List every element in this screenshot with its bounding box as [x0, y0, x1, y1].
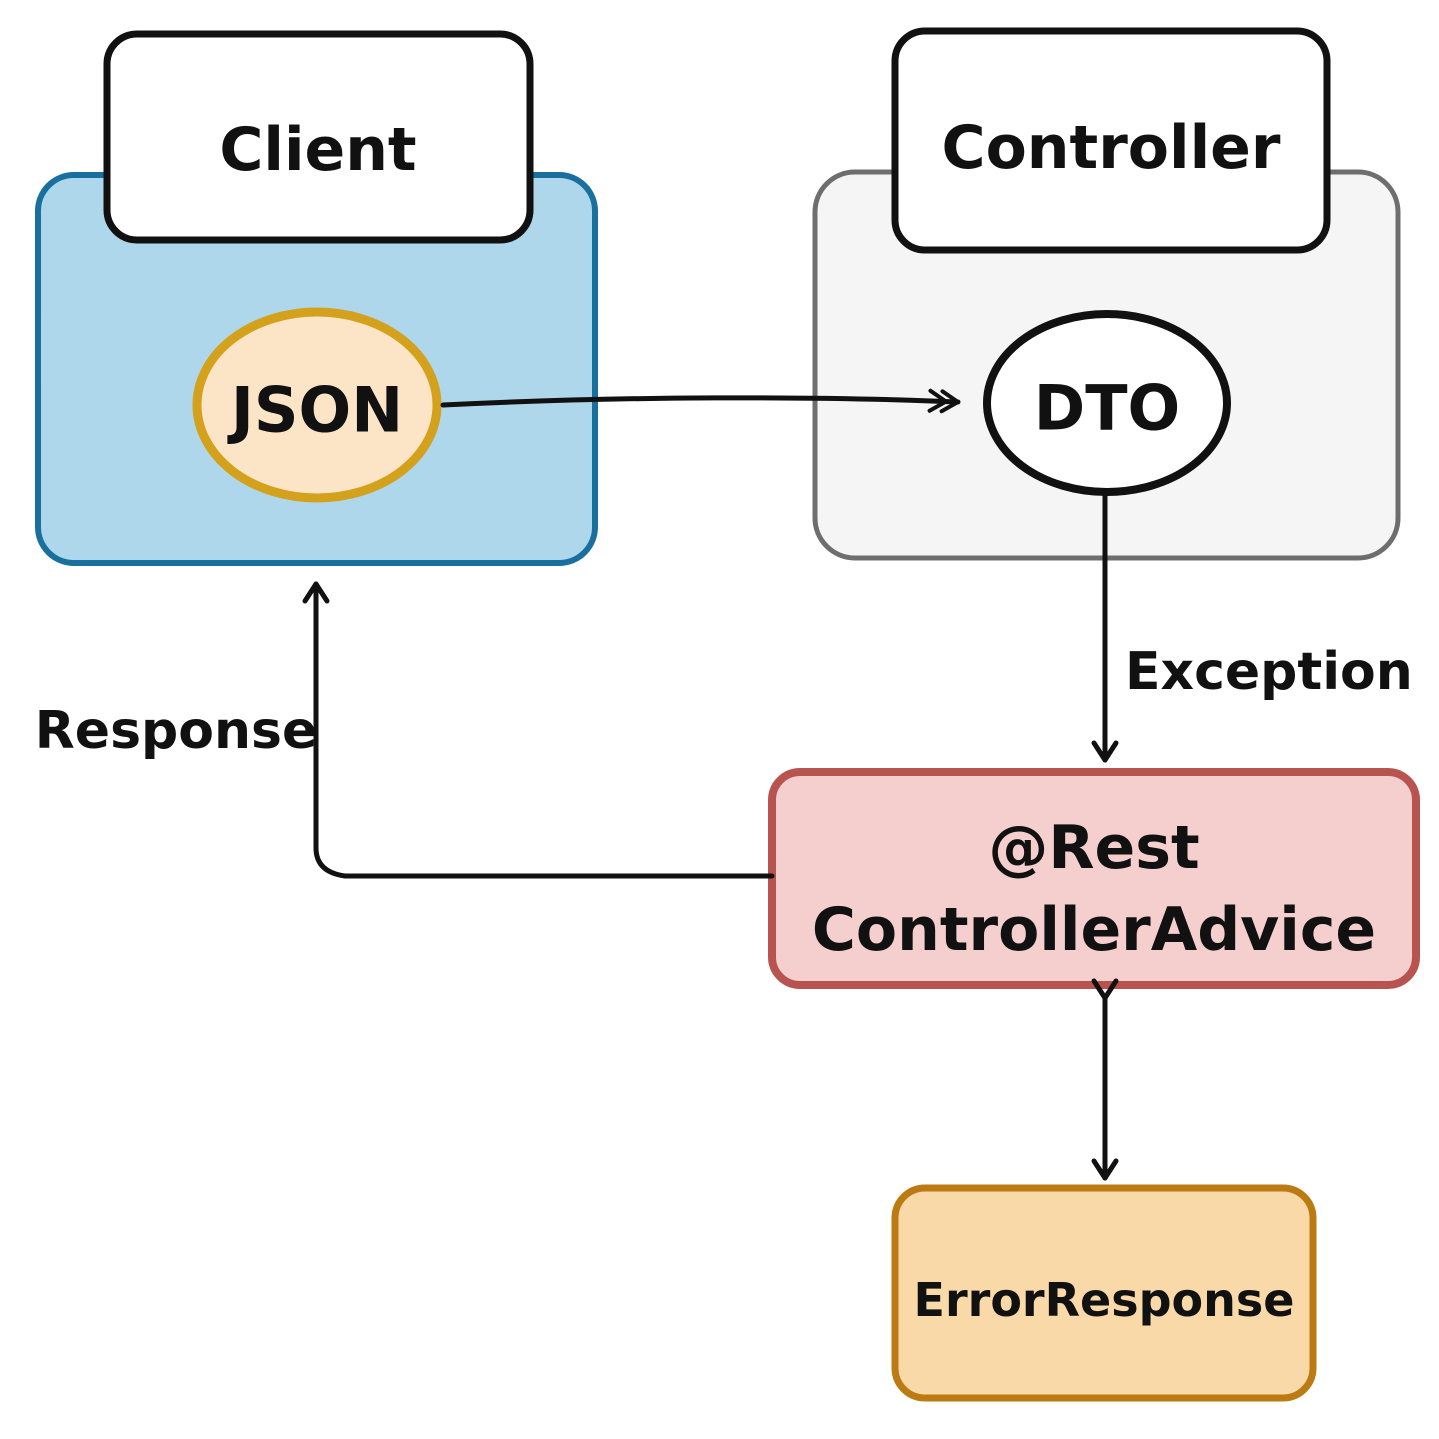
json-to-dto-arrow — [440, 388, 961, 414]
response-label: Response — [35, 701, 317, 761]
json-label: JSON — [227, 374, 403, 447]
response-arrow — [302, 581, 775, 879]
dto-label: DTO — [1034, 372, 1180, 445]
advice-label-line1: @Rest — [988, 813, 1199, 883]
controller-label: Controller — [942, 113, 1281, 183]
controller-label-box — [891, 27, 1331, 254]
exception-label: Exception — [1125, 642, 1413, 702]
client-label-box — [103, 30, 534, 244]
error-response-label: ErrorResponse — [914, 1273, 1295, 1327]
client-label: Client — [219, 115, 416, 185]
advice-label-line2: ControllerAdvice — [812, 895, 1376, 965]
error-response-box — [891, 1184, 1317, 1402]
json-ellipse — [192, 307, 442, 503]
